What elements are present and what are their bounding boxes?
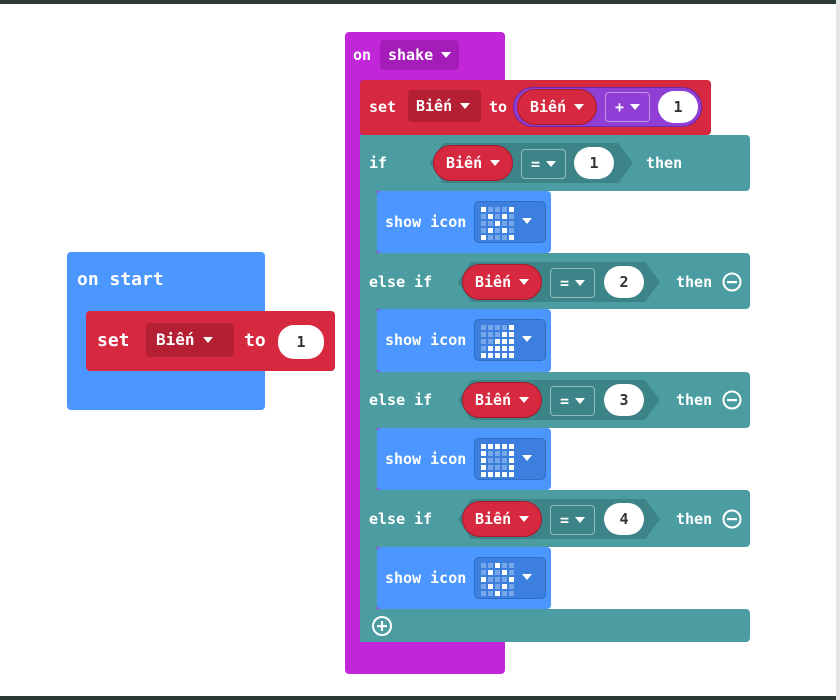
chevron-down-icon xyxy=(522,336,532,342)
else-if-label: else if xyxy=(369,273,433,291)
set-label: set xyxy=(97,330,130,351)
led-icon-bars-pattern xyxy=(481,325,514,358)
variable-reporter-text: Biến xyxy=(475,391,512,409)
gesture-dropdown[interactable]: shake xyxy=(380,40,459,70)
chevron-down-icon xyxy=(490,159,501,166)
chevron-down-icon xyxy=(522,218,532,224)
number-input[interactable]: 1 xyxy=(278,325,324,359)
remove-branch-icon[interactable] xyxy=(722,509,742,529)
led-icon-square-pattern xyxy=(481,444,514,477)
chevron-down-icon xyxy=(519,515,530,522)
then-label: then xyxy=(676,510,713,528)
on-start-label: on start xyxy=(77,269,164,290)
show-icon-label: show icon xyxy=(385,213,467,231)
variable-reporter[interactable]: Biến xyxy=(462,382,542,418)
chevron-down-icon xyxy=(575,516,586,523)
variable-dropdown-text: Biến xyxy=(416,97,453,115)
variable-reporter[interactable]: Biến xyxy=(517,89,597,125)
show-icon-label: show icon xyxy=(385,331,467,349)
variable-reporter[interactable]: Biến xyxy=(433,145,513,181)
chevron-down-icon xyxy=(519,396,530,403)
chevron-down-icon xyxy=(522,574,532,580)
variable-dropdown-text: Biến xyxy=(156,330,195,349)
chevron-down-icon xyxy=(575,397,586,404)
window-right-border xyxy=(836,0,840,700)
set-label: set xyxy=(369,98,397,116)
led-icon-x-pattern xyxy=(481,207,514,240)
operator-dropdown[interactable]: = xyxy=(550,505,595,535)
number-input[interactable]: 2 xyxy=(604,266,644,298)
remove-branch-icon[interactable] xyxy=(722,272,742,292)
then-label: then xyxy=(676,273,713,291)
variable-reporter-text: Biến xyxy=(446,154,483,172)
chevron-down-icon xyxy=(575,279,586,286)
number-input[interactable]: 1 xyxy=(658,91,698,123)
remove-branch-icon[interactable] xyxy=(722,390,742,410)
chevron-down-icon xyxy=(202,336,213,343)
chevron-down-icon xyxy=(460,102,471,109)
number-input[interactable]: 3 xyxy=(604,384,644,416)
else-if-label: else if xyxy=(369,510,433,528)
to-label: to xyxy=(244,330,266,351)
if-label: if xyxy=(369,154,388,172)
chevron-down-icon xyxy=(546,160,557,167)
variable-reporter[interactable]: Biến xyxy=(462,501,542,537)
chevron-down-icon xyxy=(441,51,452,58)
led-icon-picker[interactable] xyxy=(474,319,546,361)
led-icon-picker[interactable] xyxy=(474,438,546,480)
then-label: then xyxy=(676,391,713,409)
show-icon-label: show icon xyxy=(385,450,467,468)
else-if-label: else if xyxy=(369,391,433,409)
operator-dropdown[interactable]: = xyxy=(521,149,566,179)
show-icon-label: show icon xyxy=(385,569,467,587)
operator-dropdown-text: = xyxy=(560,274,570,292)
variable-reporter[interactable]: Biến xyxy=(462,264,542,300)
window-bottom-border xyxy=(0,696,840,700)
on-label: on xyxy=(353,46,372,64)
led-icon-picker[interactable] xyxy=(474,201,546,243)
number-input[interactable]: 4 xyxy=(604,503,644,535)
chevron-down-icon xyxy=(574,103,585,110)
chevron-down-icon xyxy=(630,103,641,110)
led-icon-picker[interactable] xyxy=(474,557,546,599)
operator-dropdown-text: + xyxy=(615,98,625,116)
led-icon-diamond-pattern xyxy=(481,563,514,596)
operator-dropdown[interactable]: = xyxy=(550,268,595,298)
variable-dropdown[interactable]: Biến xyxy=(146,323,234,357)
number-input[interactable]: 1 xyxy=(574,147,614,179)
if-block-footer[interactable] xyxy=(360,609,750,642)
add-branch-icon[interactable] xyxy=(371,615,393,637)
operator-dropdown[interactable]: + xyxy=(605,92,650,122)
window-top-border xyxy=(0,0,840,4)
to-label: to xyxy=(489,98,508,116)
variable-dropdown[interactable]: Biến xyxy=(408,90,481,122)
operator-dropdown-text: = xyxy=(560,392,570,410)
operator-dropdown[interactable]: = xyxy=(550,386,595,416)
then-label: then xyxy=(646,154,683,172)
variable-reporter-text: Biến xyxy=(475,273,512,291)
operator-dropdown-text: = xyxy=(560,511,570,529)
operator-dropdown-text: = xyxy=(531,155,541,173)
gesture-dropdown-text: shake xyxy=(388,46,434,64)
variable-reporter-text: Biến xyxy=(475,510,512,528)
variable-reporter-text: Biến xyxy=(530,98,567,116)
chevron-down-icon xyxy=(519,278,530,285)
chevron-down-icon xyxy=(522,455,532,461)
